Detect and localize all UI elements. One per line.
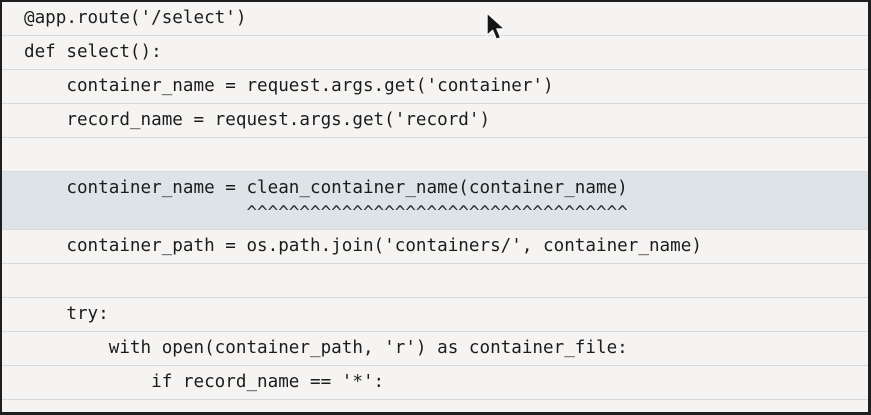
code-line: container_path = os.path.join('container… [2, 230, 868, 264]
code-line-blank [2, 264, 868, 298]
caret-underline-annotation: ^^^^^^^^^^^^^^^^^^^^^^^^^^^^^^^^^^^^ [24, 202, 628, 223]
code-line: if record_name == '*': [2, 366, 868, 400]
code-text: def select(): [24, 42, 162, 62]
code-line-highlighted: container_name = clean_container_name(co… [2, 172, 868, 230]
code-line: def select(): [2, 36, 868, 70]
code-line: with open(container_path, 'r') as contai… [2, 332, 868, 366]
code-line: try: [2, 298, 868, 332]
code-line: container_name = request.args.get('conta… [2, 70, 868, 104]
code-text: if record_name == '*': [24, 372, 385, 392]
code-line-blank [2, 400, 868, 412]
code-text: @app.route('/select') [24, 8, 247, 28]
code-line-blank [2, 138, 868, 172]
code-text: try: [24, 304, 109, 324]
code-text: container_name = request.args.get('conta… [24, 76, 554, 96]
code-line: @app.route('/select') [2, 2, 868, 36]
code-text: record_name = request.args.get('record') [24, 110, 491, 130]
code-line: record_name = request.args.get('record') [2, 104, 868, 138]
code-text: container_path = os.path.join('container… [24, 236, 702, 256]
code-text: container_name = clean_container_name(co… [24, 177, 628, 198]
code-text: with open(container_path, 'r') as contai… [24, 338, 628, 358]
